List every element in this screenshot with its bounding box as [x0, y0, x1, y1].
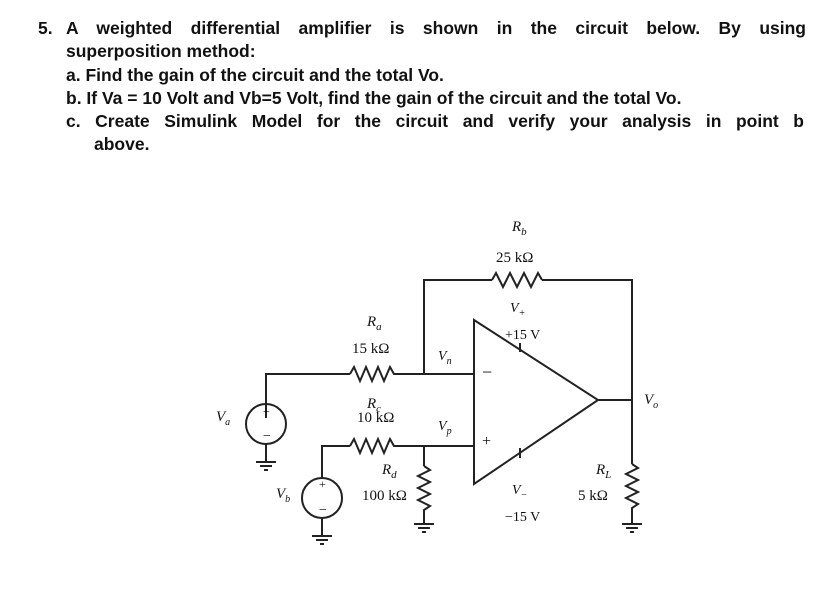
- feedback-wires: [423, 279, 633, 401]
- vminus-label: V−: [512, 483, 527, 501]
- resistor-rb: [491, 270, 543, 290]
- rc-path-wires: [321, 445, 474, 478]
- vplus-value: +15 V: [505, 328, 540, 343]
- rb-label: Rb: [511, 219, 527, 238]
- vb-minus-sign: −: [319, 503, 327, 518]
- vp-label: Vp: [438, 419, 452, 437]
- va-label: Va: [216, 409, 230, 428]
- ra-label: Ra: [366, 314, 382, 333]
- part-c-line-2: above.: [94, 134, 150, 154]
- ground-rl: [622, 520, 642, 533]
- source-va: [245, 374, 287, 471]
- opamp-noninverting-sign: +: [482, 433, 491, 450]
- question-stem-line-1: A weighted differential amplifier is sho…: [66, 18, 806, 38]
- ground-rd: [414, 520, 434, 533]
- rd-value: 100 kΩ: [362, 488, 407, 504]
- opamp-inverting-sign: −: [482, 362, 492, 382]
- op-amp: [473, 318, 600, 486]
- vb-label: Vb: [276, 486, 290, 505]
- resistor-rc: [349, 436, 398, 456]
- rl-label: RL: [595, 462, 611, 481]
- resistor-rl: [623, 463, 641, 520]
- rc-label: Rc: [366, 396, 381, 415]
- resistor-rd: [415, 465, 433, 520]
- vb-plus-sign: +: [319, 477, 326, 491]
- resistor-ra: [349, 364, 398, 384]
- va-minus-sign: −: [263, 429, 271, 444]
- rl-value: 5 kΩ: [578, 488, 608, 504]
- va-plus-sign: +: [263, 404, 270, 418]
- rd-label: Rd: [381, 462, 397, 481]
- source-vb: [301, 477, 343, 545]
- vo-label: Vo: [644, 392, 658, 411]
- rc-value: 10 kΩ: [357, 410, 394, 426]
- vplus-label: V+: [510, 301, 525, 319]
- vminus-value: −15 V: [505, 510, 540, 525]
- question-stem-line-2: superposition method:: [66, 41, 256, 61]
- vn-label: Vn: [438, 349, 452, 367]
- part-a: a. Find the gain of the circuit and the …: [66, 65, 444, 85]
- part-c-line-1: c. Create Simulink Model for the circuit…: [66, 111, 804, 131]
- ra-value: 15 kΩ: [352, 341, 389, 357]
- question-number: 5.: [38, 18, 53, 38]
- rb-value: 25 kΩ: [496, 250, 533, 266]
- part-b: b. If Va = 10 Volt and Vb=5 Volt, find t…: [66, 88, 682, 108]
